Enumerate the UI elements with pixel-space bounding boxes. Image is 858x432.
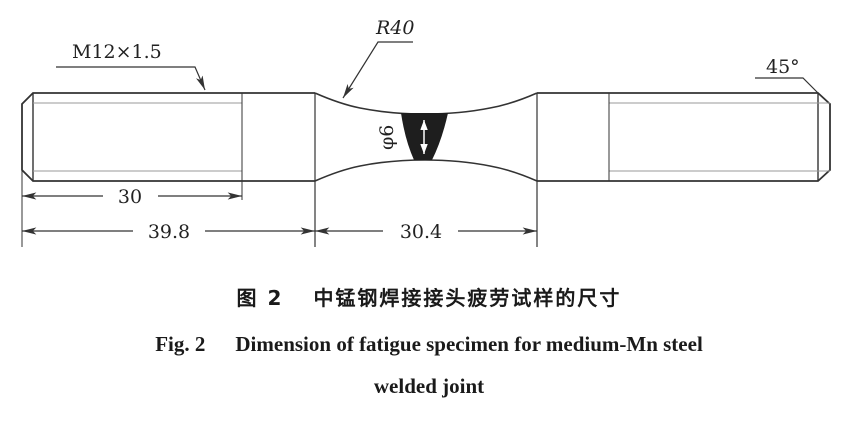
radius-leader xyxy=(342,41,413,99)
right-grip-outline xyxy=(537,92,831,182)
caption-cn-title: 中锰钢焊接接头疲劳试样的尺寸 xyxy=(313,286,622,310)
neck-top-profile xyxy=(314,92,538,115)
caption-chinese: 图 2 中锰钢焊接接头疲劳试样的尺寸 xyxy=(0,282,858,311)
chamfer-label: 45° xyxy=(766,56,800,78)
leaders xyxy=(56,41,819,99)
dim-39-8-label: 39.8 xyxy=(148,221,190,243)
caption-english-line1: Fig. 2 Dimension of fatigue specimen for … xyxy=(0,332,858,357)
specimen-drawing: M12×1.5 R40 φ6 45° 30 39.8 30.4 xyxy=(21,17,831,247)
left-grip-outline xyxy=(21,92,315,182)
diameter-label: φ6 xyxy=(376,125,398,150)
caption-en-title-2: welded joint xyxy=(373,374,485,398)
caption-en-number: Fig. 2 xyxy=(155,332,206,356)
neck-bottom-profile xyxy=(314,159,538,182)
caption-cn-number: 图 2 xyxy=(236,286,284,310)
thread-leader xyxy=(56,66,206,91)
caption-en-title-1: Dimension of fatigue specimen for medium… xyxy=(235,332,703,356)
right-grip xyxy=(536,92,831,247)
thread-spec-label: M12×1.5 xyxy=(72,41,162,63)
dimension-lines xyxy=(22,192,537,235)
dim-30-4-label: 30.4 xyxy=(400,221,442,243)
chamfer-leader xyxy=(755,77,819,94)
caption-english-line2: welded joint xyxy=(0,374,858,399)
radius-label: R40 xyxy=(375,17,414,39)
dim-30-label: 30 xyxy=(118,186,142,208)
left-grip xyxy=(21,92,316,247)
